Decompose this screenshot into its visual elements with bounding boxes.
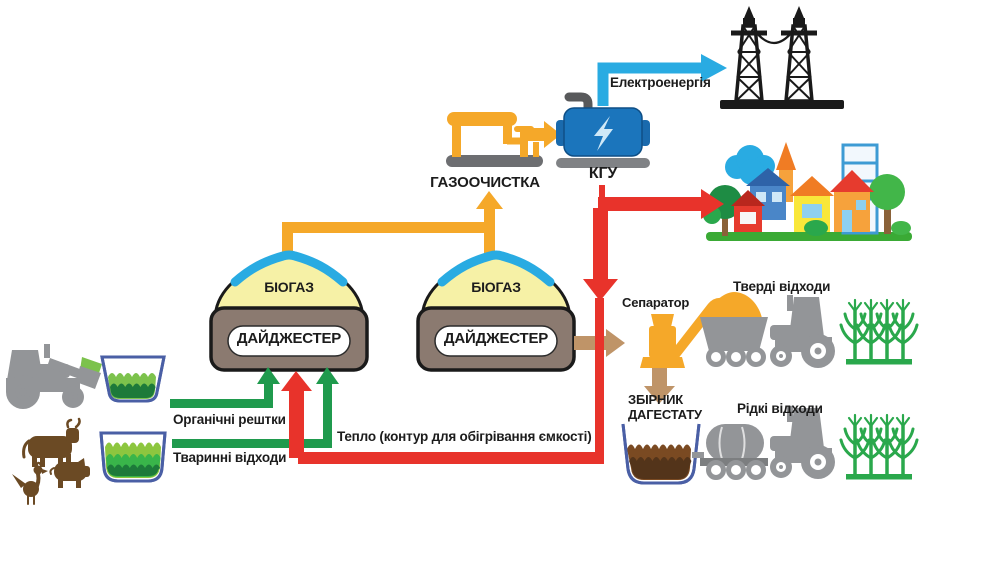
- label-digestate-line1: ЗБІРНИК: [628, 392, 684, 407]
- label-separator: Сепаратор: [622, 295, 690, 310]
- label-liquid-waste: Рідкі відходи: [737, 401, 823, 416]
- digestate-tank-icon: [621, 423, 701, 485]
- organic-residues-arrow: [170, 367, 280, 408]
- tractor-icon: [770, 295, 835, 368]
- village-icon: [703, 142, 912, 241]
- gas-cleaning-unit-icon: [446, 112, 543, 167]
- livestock-icon: [12, 417, 90, 505]
- power-lines-icon: [720, 6, 844, 109]
- digester-icon-1: [211, 255, 367, 370]
- electricity-arrow: [597, 54, 727, 106]
- label-solid-waste: Тверді відходи: [733, 279, 831, 294]
- label-digester-1: ДАЙДЖЕСТЕР: [236, 330, 342, 347]
- tank-trailer-icon: [692, 424, 768, 480]
- feedstock-container-icon: [100, 355, 166, 403]
- label-gas-cleaning: ГАЗООЧИСТКА: [430, 174, 540, 191]
- animal-waste-arrow: [172, 367, 339, 448]
- biogas-pipe: [282, 191, 503, 262]
- crops-icon: [841, 415, 917, 480]
- gas-to-chp-arrow: [527, 121, 561, 148]
- crops-icon: [841, 300, 917, 365]
- digester-icon-2: [418, 255, 574, 370]
- heat-and-energy-lines: [281, 185, 724, 464]
- feedstock-container-icon: [99, 431, 167, 483]
- solid-waste-trailer-icon: [700, 292, 768, 367]
- label-digestate-collector: ЗБІРНИК ДАГЕСТАТУ: [628, 392, 702, 422]
- chp-generator-icon: [556, 92, 650, 168]
- label-biogas-2: БІОГАЗ: [471, 279, 521, 295]
- label-organic-residues: Органічні рештки: [173, 412, 286, 427]
- label-chp: КГУ: [588, 165, 618, 182]
- label-heat-loop: Тепло (контур для обігрівання ємкості): [337, 429, 592, 444]
- label-biogas-1: БІОГАЗ: [264, 279, 314, 295]
- lightning-icon: [594, 116, 613, 151]
- label-electricity: Електроенергія: [610, 75, 711, 90]
- label-digestate-line2: ДАГЕСТАТУ: [628, 407, 702, 422]
- label-animal-waste: Тваринні відходи: [173, 450, 287, 465]
- label-digester-2: ДАЙДЖЕСТЕР: [443, 330, 549, 347]
- loader-tractor-icon: [6, 344, 102, 409]
